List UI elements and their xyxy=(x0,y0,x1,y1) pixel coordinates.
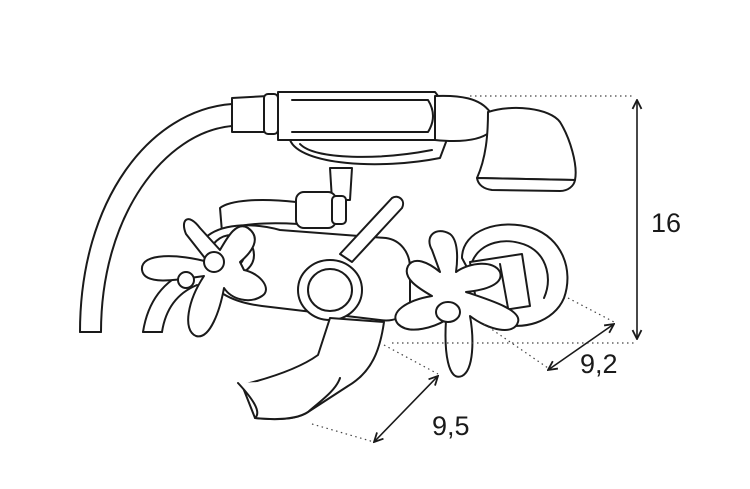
left-cross-handle xyxy=(141,218,267,338)
spout xyxy=(237,317,385,421)
height-label: 16 xyxy=(651,208,681,238)
diverter-lever xyxy=(297,195,404,321)
depth-dimension: 9,2 xyxy=(483,297,618,379)
spout-dimension: 9,5 xyxy=(311,344,470,442)
shower-hose xyxy=(79,103,233,333)
spout-label: 9,5 xyxy=(432,411,470,441)
depth-label: 9,2 xyxy=(580,349,618,379)
height-dimension: 16 xyxy=(392,95,681,344)
handheld-shower xyxy=(231,91,577,192)
right-cross-handle xyxy=(394,230,520,378)
shower-cradle xyxy=(289,139,447,201)
